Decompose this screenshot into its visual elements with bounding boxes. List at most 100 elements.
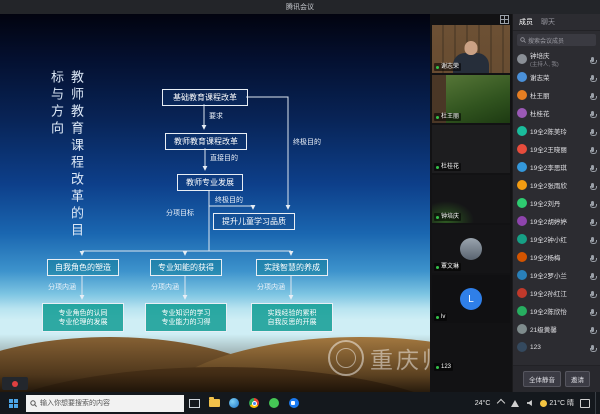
member-row[interactable]: 123 — [513, 338, 600, 356]
task-view-icon[interactable] — [184, 392, 204, 414]
layout-grid-icon[interactable] — [500, 15, 509, 24]
mic-icon[interactable] — [589, 236, 597, 244]
member-avatar — [517, 90, 527, 100]
member-search-input[interactable]: 搜索会议成员 — [517, 34, 596, 46]
mic-status-icon — [436, 165, 439, 169]
member-row[interactable]: 19全2孙红江 — [513, 284, 600, 302]
presentation-slide: 教师教育课程改革的目标与方向 基础教育课程改革 教师教育课程改革 教师专业发展 … — [0, 14, 430, 392]
participant-name: 钟培庆 — [441, 214, 460, 220]
tray-expand-icon[interactable] — [494, 392, 508, 414]
member-row[interactable]: 19全2刘丹 — [513, 194, 600, 212]
member-row[interactable]: 钟培庆(主持人, 我) — [513, 50, 600, 68]
member-row[interactable]: 杜桂花 — [513, 104, 600, 122]
app-title: 腾讯会议 — [286, 4, 314, 11]
mic-icon[interactable] — [589, 56, 597, 64]
volume-icon[interactable] — [522, 392, 536, 414]
member-name: 杜桂花 — [530, 111, 550, 118]
invite-button[interactable]: 邀请 — [565, 371, 590, 387]
mic-icon[interactable] — [589, 128, 597, 136]
mic-icon[interactable] — [589, 326, 597, 334]
edge-browser-icon[interactable] — [224, 392, 244, 414]
member-row[interactable]: 19全2罗小兰 — [513, 266, 600, 284]
mic-icon[interactable] — [589, 272, 597, 280]
temperature-readout: 24°C — [474, 399, 491, 407]
mic-icon[interactable] — [589, 254, 597, 262]
mute-all-button[interactable]: 全体静音 — [523, 371, 561, 387]
member-row[interactable]: 21级黄馨 — [513, 320, 600, 338]
member-row[interactable]: 杜王丽 — [513, 86, 600, 104]
member-text: 19全2刘丹 — [530, 198, 588, 208]
member-name: 19全2张雨欣 — [530, 183, 567, 190]
member-row[interactable]: 19全2钟小红 — [513, 230, 600, 248]
member-row[interactable]: 19全2陈美玲 — [513, 122, 600, 140]
member-row[interactable]: 19全2王晓丽 — [513, 140, 600, 158]
flow-label-sub-connotation-2: 分项内涵 — [151, 284, 179, 291]
member-name: 123 — [530, 343, 541, 351]
tencent-meeting-icon[interactable] — [284, 392, 304, 414]
participant-name: 覃文琳 — [441, 264, 460, 270]
member-avatar — [517, 252, 527, 262]
mic-icon[interactable] — [589, 110, 597, 118]
meeting-float-bar[interactable] — [2, 377, 28, 390]
taskbar-search-input[interactable]: 输入你想要搜索的内容 — [26, 394, 184, 412]
member-text: 钟培庆(主持人, 我) — [530, 50, 588, 68]
member-text: 19全2张雨欣 — [530, 180, 588, 190]
show-desktop-button[interactable] — [595, 392, 600, 414]
mic-icon[interactable] — [589, 92, 597, 100]
mic-icon[interactable] — [589, 146, 597, 154]
video-thumbnail[interactable]: 杜桂花 — [432, 125, 510, 173]
flow-box-role-identity-ethics: 专业角色的认同 专业伦理的发展 — [42, 303, 124, 332]
video-thumbnail[interactable]: 123 — [432, 325, 510, 373]
file-explorer-icon[interactable] — [204, 392, 224, 414]
member-row[interactable]: 19全2陈欣怡 — [513, 302, 600, 320]
member-name: 19全2陈美玲 — [530, 129, 567, 136]
start-button[interactable] — [0, 392, 26, 414]
mic-icon[interactable] — [589, 200, 597, 208]
participant-name: 123 — [441, 364, 452, 370]
member-avatar — [517, 234, 527, 244]
participant-name-tag: 123 — [434, 363, 454, 371]
mic-icon[interactable] — [589, 344, 597, 352]
member-row[interactable]: 19全2杨梅 — [513, 248, 600, 266]
member-name: 19全2杨梅 — [530, 255, 561, 262]
participant-name-tag: 覃文琳 — [434, 263, 462, 271]
wechat-icon[interactable] — [264, 392, 284, 414]
flow-box-line: 专业伦理的发展 — [58, 318, 108, 326]
mic-icon[interactable] — [589, 218, 597, 226]
member-search-placeholder: 搜索会议成员 — [528, 38, 565, 45]
video-thumbnail[interactable]: 覃文琳 — [432, 225, 510, 273]
flow-box-knowledge-ability: 专业知识的学习 专业能力的习得 — [145, 303, 227, 332]
video-thumbnail[interactable]: 谢志荣 — [432, 25, 510, 73]
mic-icon[interactable] — [589, 74, 597, 82]
member-avatar — [517, 198, 527, 208]
mic-icon[interactable] — [589, 290, 597, 298]
mic-icon[interactable] — [589, 308, 597, 316]
participant-name: lv — [441, 314, 446, 320]
flowchart-connectors — [79, 96, 294, 300]
member-row[interactable]: 谢志荣 — [513, 68, 600, 86]
network-icon[interactable] — [508, 392, 522, 414]
taskbar: 输入你想要搜索的内容 24°C 21°C 晴 — [0, 392, 600, 414]
member-text: 19全2李思琪 — [530, 162, 588, 172]
tab-members[interactable]: 成员 — [519, 19, 533, 26]
member-row[interactable]: 19全2张雨欣 — [513, 176, 600, 194]
member-avatar — [517, 216, 527, 226]
member-text: 19全2陈欣怡 — [530, 306, 588, 316]
video-thumbnail[interactable]: 杜王丽 — [432, 75, 510, 123]
member-text: 123 — [530, 344, 588, 351]
flow-box-teacher-professional-development: 教师专业发展 — [177, 174, 243, 191]
member-row[interactable]: 19全2胡婷婷 — [513, 212, 600, 230]
tab-chat[interactable]: 聊天 — [541, 19, 555, 26]
mic-icon[interactable] — [589, 164, 597, 172]
weather-widget[interactable]: 21°C 晴 — [540, 398, 574, 408]
notification-icon[interactable] — [578, 392, 592, 414]
member-name: 19全2罗小兰 — [530, 273, 567, 280]
member-row[interactable]: 19全2李思琪 — [513, 158, 600, 176]
mic-icon[interactable] — [589, 182, 597, 190]
chrome-browser-icon[interactable] — [244, 392, 264, 414]
video-thumbnail[interactable]: 钟培庆 — [432, 175, 510, 223]
member-text: 19全2钟小红 — [530, 234, 588, 244]
member-role: (主持人, 我) — [530, 62, 559, 68]
shared-screen-area: 教师教育课程改革的目标与方向 基础教育课程改革 教师教育课程改革 教师专业发展 … — [0, 14, 430, 392]
